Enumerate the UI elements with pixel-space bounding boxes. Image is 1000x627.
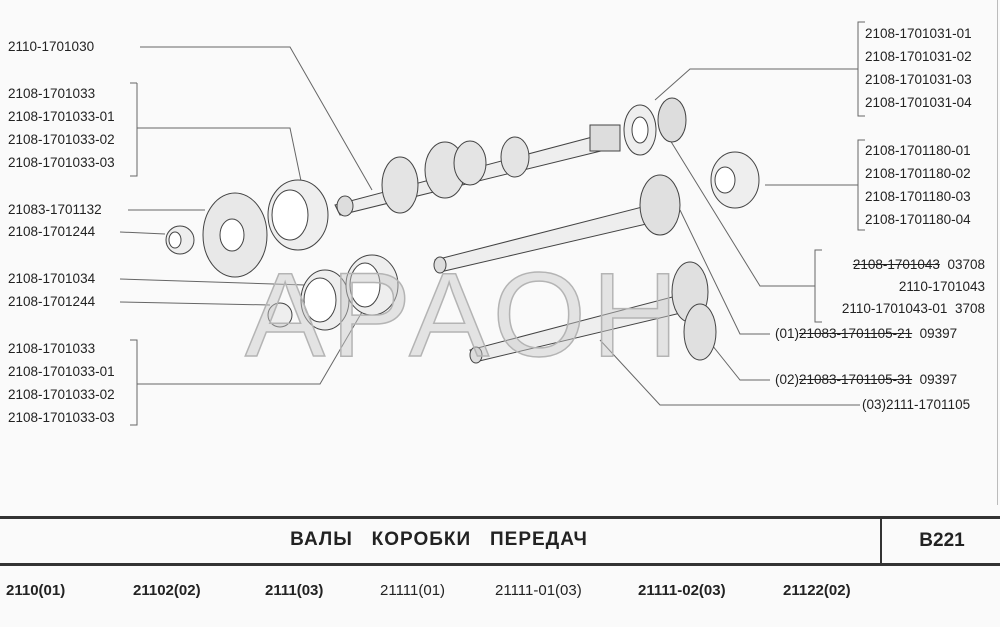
- model: 21111-01(03): [495, 582, 582, 599]
- title-bar: ВАЛЫ КОРОБКИ ПЕРЕДАЧ B221: [0, 516, 1000, 566]
- page-border: [997, 0, 998, 505]
- variant: (01): [775, 326, 800, 341]
- part-suffix: 09397: [919, 326, 958, 341]
- part-number: 2108-1701180-01: [865, 143, 971, 158]
- model: 2111(03): [265, 582, 324, 599]
- leader-lines: [119, 21, 865, 426]
- secondary-shaft-upper: [433, 174, 681, 274]
- part-number: 2108-1701180-04: [865, 212, 971, 227]
- synchro-ring-lower: [345, 254, 399, 316]
- label-primary-shaft: 2110-1701030: [8, 39, 95, 54]
- part-number: 2108-1701033-01: [8, 109, 115, 124]
- model: 21111(01): [380, 582, 446, 599]
- label-shaft-01: (01)21083-1701105-21 09397: [775, 327, 957, 341]
- part-number: 2108-1701180-03: [865, 189, 971, 204]
- part-number: 2110-1701043-01: [841, 301, 948, 316]
- variant: (02): [775, 372, 800, 387]
- label-group-1701043: 2108-1701043 03708 2110-1701043 2110-170…: [842, 254, 985, 320]
- bearing-1701180: [710, 151, 760, 209]
- bush-upper: [165, 225, 195, 255]
- bush-lower: [267, 302, 293, 328]
- label-bush-top: 2108-1701244: [8, 224, 96, 239]
- part-number: 21083-1701105-21: [799, 326, 913, 341]
- label-gear: 21083-1701132: [8, 202, 102, 217]
- part-number: 2108-1701031-03: [865, 72, 972, 87]
- part-number: 2108-1701033-02: [8, 132, 115, 147]
- synchro-ring-upper: [267, 179, 329, 251]
- ring-2108-1701034: [300, 269, 350, 331]
- model: 21111-02(03): [638, 582, 726, 599]
- page-title: ВАЛЫ КОРОБКИ ПЕРЕДАЧ: [290, 529, 588, 550]
- part-number: 2108-1701033: [8, 341, 96, 356]
- label-shaft-02: (02)21083-1701105-31 09397: [775, 373, 957, 387]
- part-number: 2108-1701033-02: [8, 387, 115, 402]
- part-number: 2108-1701033-03: [8, 410, 115, 425]
- label-group-synchro-bottom: 2108-1701033 2108-1701033-01 2108-170103…: [8, 337, 115, 429]
- part-number: 2108-1701033-01: [8, 364, 115, 379]
- secondary-shaft-lower: [469, 261, 717, 364]
- gear-21083-1701132: [202, 192, 268, 278]
- part-number: 2110-1701043: [898, 279, 985, 294]
- exploded-diagram: [119, 21, 865, 426]
- part-number: 2108-1701033-03: [8, 155, 115, 170]
- label-ring: 2108-1701034: [8, 271, 96, 286]
- label-shaft-03: (03)2111-1701105: [862, 397, 971, 412]
- part-number: 21083-1701105-31: [799, 372, 913, 387]
- model: 21122(02): [783, 582, 851, 599]
- part-number: 2108-1701033: [8, 86, 96, 101]
- part-number: 2108-1701031-02: [865, 49, 972, 64]
- label-group-1701031: 2108-1701031-01 2108-1701031-02 2108-170…: [865, 22, 972, 114]
- label-bush-bottom: 2108-1701244: [8, 294, 96, 309]
- model: 21102(02): [133, 582, 201, 599]
- model: 2110(01): [6, 582, 66, 599]
- label-group-1701180: 2108-1701180-01 2108-1701180-02 2108-170…: [865, 139, 971, 231]
- part-number: 2108-1701031-01: [865, 26, 972, 41]
- primary-shaft: [334, 124, 621, 217]
- part-suffix: 03708: [947, 257, 985, 272]
- bearing-1701031: [623, 97, 687, 156]
- part-number: 2108-1701043: [852, 257, 940, 272]
- page-code: B221: [880, 519, 1000, 563]
- part-suffix: 3708: [954, 301, 985, 316]
- part-number: 2108-1701031-04: [865, 95, 972, 110]
- part-suffix: 09397: [919, 372, 958, 387]
- part-number: 2108-1701180-02: [865, 166, 971, 181]
- label-group-synchro-top: 2108-1701033 2108-1701033-01 2108-170103…: [8, 82, 115, 174]
